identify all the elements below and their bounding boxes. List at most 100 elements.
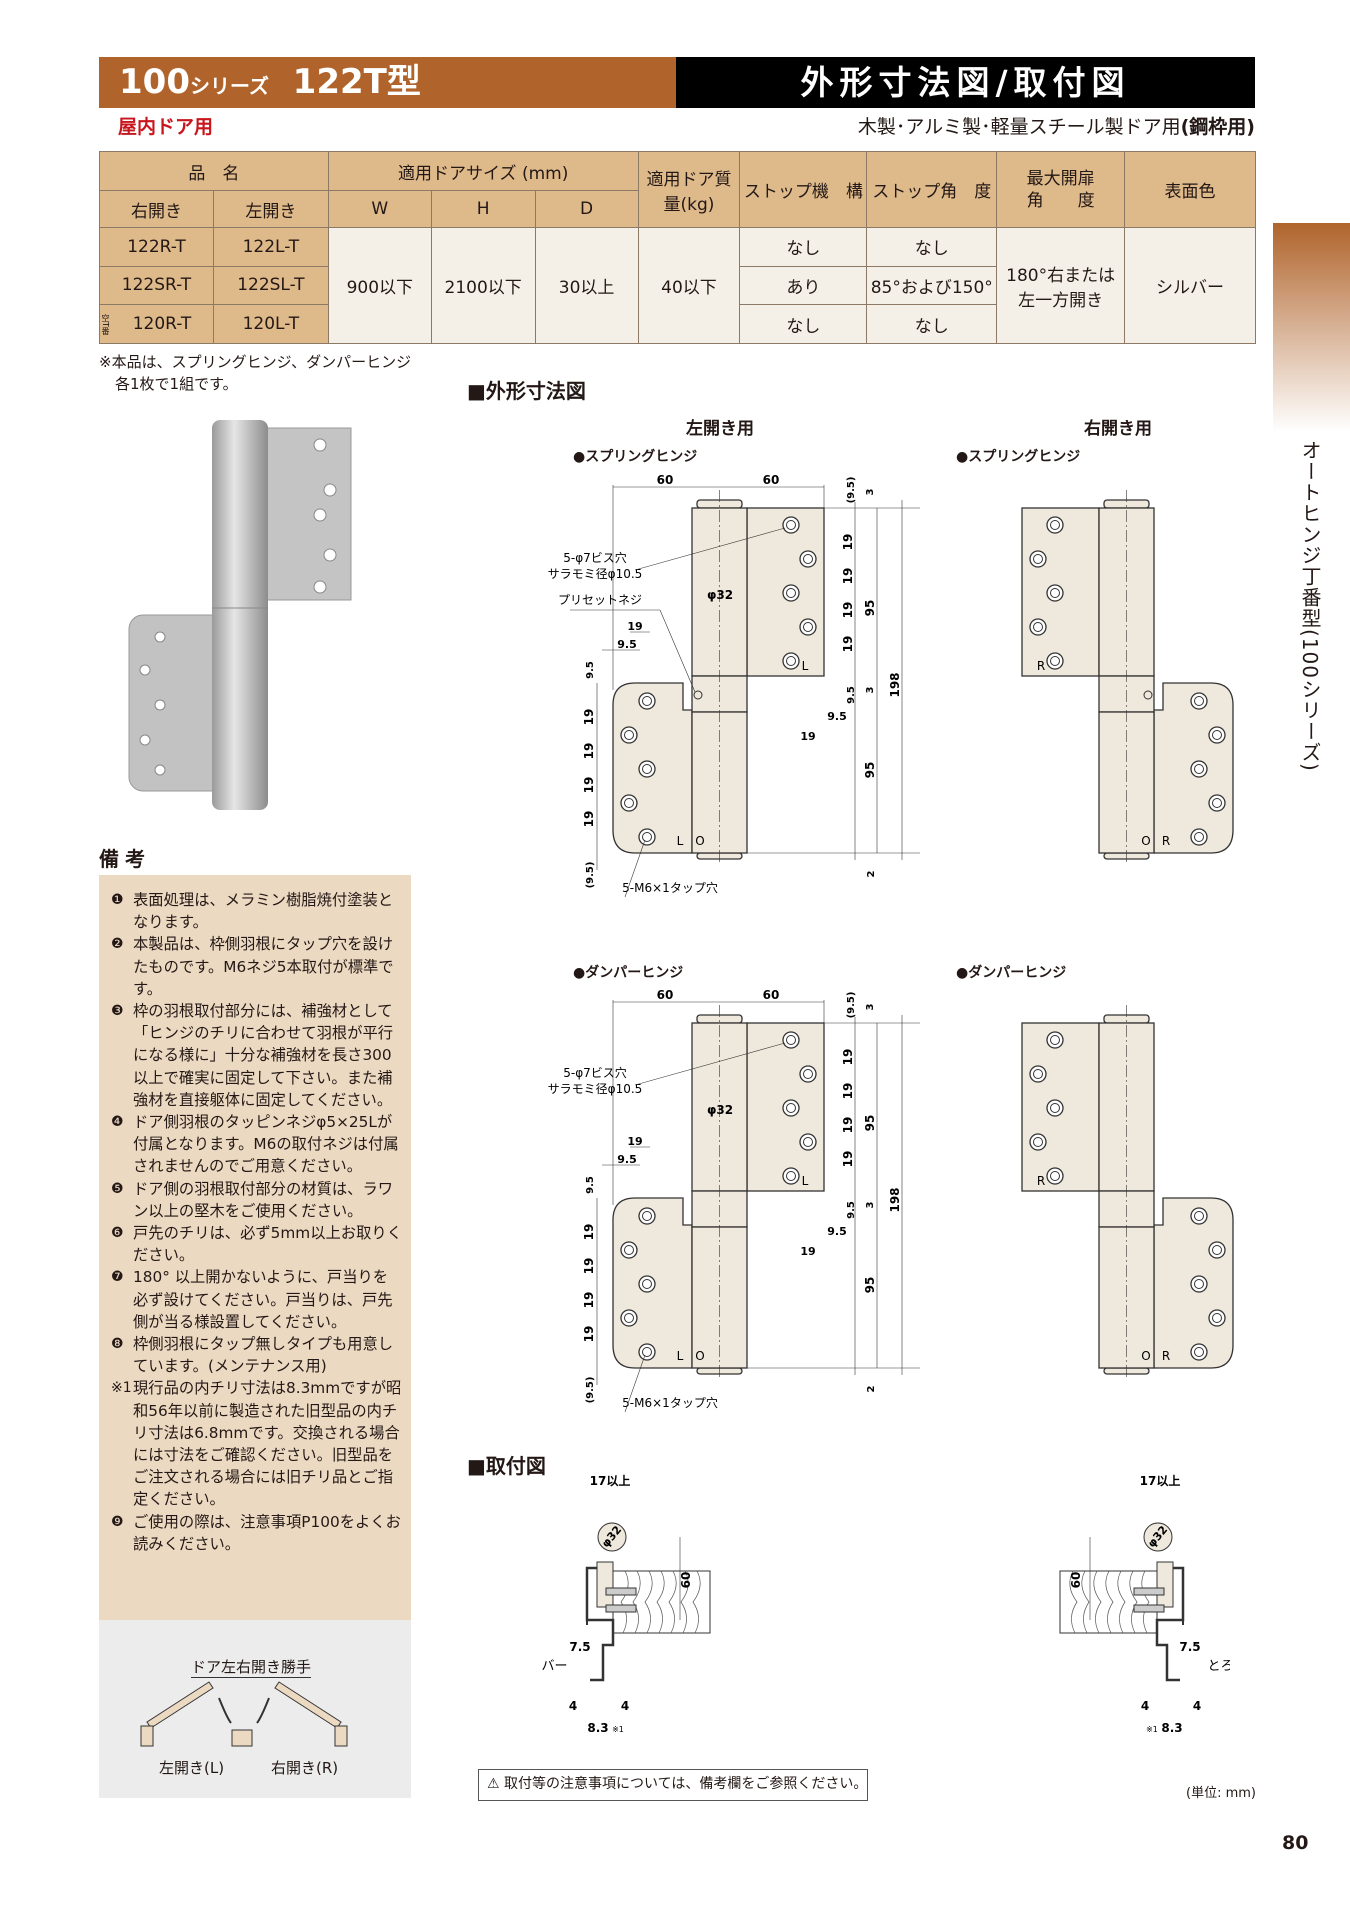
wood-grain — [668, 1570, 677, 1634]
dim-9-5: (9.5) — [585, 1377, 596, 1404]
preset-screw-icon — [693, 690, 703, 700]
dim-19: 19 — [582, 1326, 596, 1343]
dim-60: 60 — [763, 988, 780, 1002]
wood-grain — [632, 1570, 641, 1634]
dim-4: 4 — [569, 1699, 577, 1713]
remark-text: 枠の羽根取付部分には、補強材として「ヒンジのチリに合わせて羽根が平行になる様に」… — [133, 1002, 394, 1109]
screw-hole-inner — [642, 1211, 652, 1221]
hole-spec: サラモミ径φ10.5 — [548, 567, 643, 581]
dim-9-5: 9.5 — [827, 1225, 847, 1238]
remark-number: ❺ — [111, 1180, 124, 1197]
screw-hole-inner — [803, 554, 813, 564]
tap-hole-label: 5-M6×1タップ穴 — [622, 1395, 718, 1410]
screw-hole — [638, 1275, 656, 1293]
dim-9-5: 9.5 — [827, 710, 847, 723]
series-title: 100シリーズ 122T型 — [99, 57, 676, 108]
screw — [605, 1604, 637, 1613]
screw-hole-inner — [1212, 730, 1222, 740]
dim-19: 19 — [841, 1117, 855, 1134]
screw-hole-inner — [624, 730, 634, 740]
th-door-size: 適用ドアサイズ (mm) — [327, 151, 639, 191]
preset-screw-icon — [1143, 690, 1153, 700]
remark-text: 本製品は、枠側羽根にタップ穴を設けたものです。M6ネジ5本取付が標準です。 — [133, 935, 394, 998]
screw-hole-inner — [1033, 1069, 1043, 1079]
screw-hole — [1208, 1309, 1226, 1327]
dim-60: 60 — [1069, 1572, 1083, 1589]
remark-text: 戸先のチリは、必ず5mm以上お取りください。 — [133, 1224, 402, 1265]
barrel — [1098, 1226, 1155, 1369]
caution-box: ⚠ 取付等の注意事項については、備考欄をご参照ください。 — [478, 1769, 868, 1801]
dim-19: 19 — [800, 1245, 815, 1258]
dim-8-3: 8.3 — [587, 1721, 608, 1735]
dim-60: 60 — [657, 988, 674, 1002]
mark-o: O — [695, 834, 704, 848]
dim-9-5: 9.5 — [585, 661, 596, 679]
screw-hole — [1208, 726, 1226, 744]
screw-hole-inner — [642, 1279, 652, 1289]
mark-o: O — [1141, 834, 1150, 848]
screw-hole — [620, 794, 638, 812]
handedness-diagram — [140, 1681, 348, 1747]
screw-hole — [782, 516, 800, 534]
screw-hole-inner — [803, 1137, 813, 1147]
screw-hole — [638, 828, 656, 846]
mount-shape — [585, 1522, 711, 1682]
screw-hole-inner — [642, 832, 652, 842]
screw-hole — [1029, 550, 1047, 568]
dim-19: 19 — [841, 1151, 855, 1168]
dim-phi32: φ32 — [707, 1103, 733, 1117]
dim-9-5: 9.5 — [617, 638, 637, 651]
tap-hole-label: 5-M6×1タップ穴 — [622, 880, 718, 895]
hinge-shape — [612, 490, 825, 865]
dim-3: 3 — [865, 488, 876, 495]
screw-hole — [620, 1241, 638, 1259]
dim-9-5: (9.5) — [846, 992, 857, 1019]
screw-hole — [1190, 692, 1208, 710]
leaf-mark: L — [677, 1349, 684, 1363]
screw — [1133, 1604, 1165, 1613]
screw-hole — [782, 1099, 800, 1117]
hole-spec: 5-φ7ビス穴 — [563, 1065, 627, 1080]
dim-9-5: 9.5 — [846, 686, 857, 704]
screw-hole — [799, 550, 817, 568]
dim-19: 19 — [841, 568, 855, 585]
dimension-line — [634, 1042, 786, 1086]
mount-title: ■取付図 — [467, 1454, 546, 1478]
screw-hole-inner — [1050, 1035, 1060, 1045]
dim-19: 19 — [582, 709, 596, 726]
screw-hole — [620, 726, 638, 744]
screw-hole-inner — [786, 520, 796, 530]
barrel-section — [1143, 1522, 1173, 1552]
dim-9-5: (9.5) — [585, 862, 596, 889]
screw-hole — [799, 1065, 817, 1083]
dim-19: 19 — [582, 1258, 596, 1275]
screw-hole — [782, 652, 800, 670]
screw-hole-inner — [642, 1347, 652, 1357]
wood-grain — [680, 1570, 689, 1634]
screw-hole — [1046, 516, 1064, 534]
screw-hole — [638, 1343, 656, 1361]
screw-hole-inner — [642, 764, 652, 774]
screw-hole-inner — [1212, 1245, 1222, 1255]
remark-text: ドア側羽根のタッピンネジφ5×25Lが付属となります。M6の取付ネジは付属されま… — [133, 1113, 399, 1176]
remark-text: 表面処理は、メラミン樹脂焼付塗装となります。 — [133, 891, 394, 932]
preset-screw-label: プリセットネジ — [558, 593, 642, 607]
screw-hole — [799, 1133, 817, 1151]
screw-hole — [638, 692, 656, 710]
warning-icon: ⚠ — [487, 1776, 500, 1792]
left-opening-label: 左開き(L) — [159, 1759, 225, 1777]
screw-hole-inner — [624, 798, 634, 808]
remark-text: 180° 以上開かないように、戸当りを必ず設けてください。戸当りは、戸先側が当る… — [133, 1268, 393, 1331]
dim-19: 19 — [582, 811, 596, 828]
remark-number: ❶ — [111, 892, 124, 908]
dim-3: 3 — [865, 1003, 876, 1010]
dim-198: 198 — [888, 1187, 902, 1212]
dim-60: 60 — [763, 473, 780, 487]
